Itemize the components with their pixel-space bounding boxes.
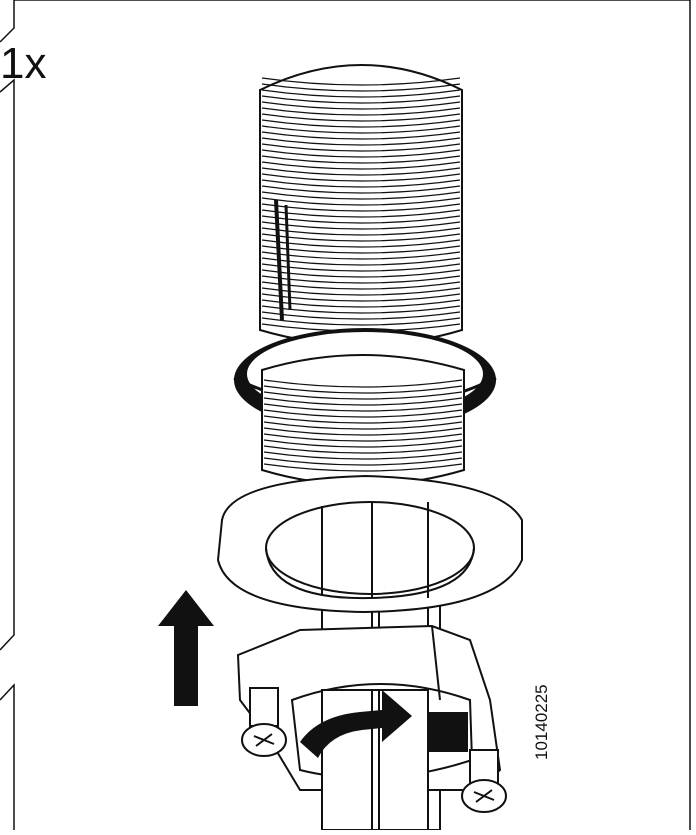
thread-line: [261, 311, 461, 320]
thread-line: [261, 317, 461, 326]
thread-line: [261, 161, 461, 170]
thread-line: [261, 263, 461, 272]
thread-line: [261, 131, 461, 140]
thread-line: [261, 149, 461, 158]
thread-line: [261, 269, 461, 278]
thread-line: [261, 83, 461, 92]
part-number-text: 10140225: [532, 684, 551, 760]
thread-line: [261, 281, 461, 290]
thread-line: [261, 179, 461, 188]
quantity-label: 1x: [0, 39, 47, 88]
thread-line: [263, 385, 463, 394]
thread-line: [261, 95, 461, 104]
thread-line: [263, 433, 463, 442]
threaded-body-lower: [261, 354, 465, 486]
thread-line: [261, 89, 461, 98]
thread-line: [261, 185, 461, 194]
thread-line: [261, 257, 461, 266]
up-arrow-icon: [158, 590, 214, 706]
washer: [216, 474, 523, 614]
thread-line: [263, 463, 463, 472]
thread-line: [261, 77, 461, 86]
thread-line: [261, 299, 461, 308]
thread-line: [261, 191, 461, 200]
thread-line: [261, 173, 461, 182]
thread-line: [263, 445, 463, 454]
thread-line: [263, 397, 463, 406]
thread-line: [261, 197, 461, 206]
thread-line: [261, 101, 461, 110]
thread-line: [261, 143, 461, 152]
thread-line: [261, 107, 461, 116]
thread-line: [263, 391, 463, 400]
thread-line: [261, 275, 461, 284]
thread-line: [261, 251, 461, 260]
thread-line: [261, 155, 461, 164]
thread-line: [261, 113, 461, 122]
thread-line: [261, 137, 461, 146]
thread-line: [263, 427, 463, 436]
thread-line: [263, 457, 463, 466]
thread-line: [261, 119, 461, 128]
pipe-inside-washer: [321, 502, 429, 598]
thread-line: [263, 421, 463, 430]
thread-line: [263, 379, 463, 388]
thread-line: [261, 305, 461, 314]
threaded-body-upper: [259, 64, 463, 346]
thread-line: [261, 293, 461, 302]
rotate-arrow-icon: [300, 690, 468, 758]
thread-line: [263, 409, 463, 418]
thread-line: [261, 125, 461, 134]
thread-line: [263, 403, 463, 412]
thread-line: [263, 451, 463, 460]
thread-line: [263, 415, 463, 424]
thread-line: [261, 167, 461, 176]
screw-icon: [241, 687, 507, 813]
thread-line: [261, 287, 461, 296]
thread-line: [263, 439, 463, 448]
